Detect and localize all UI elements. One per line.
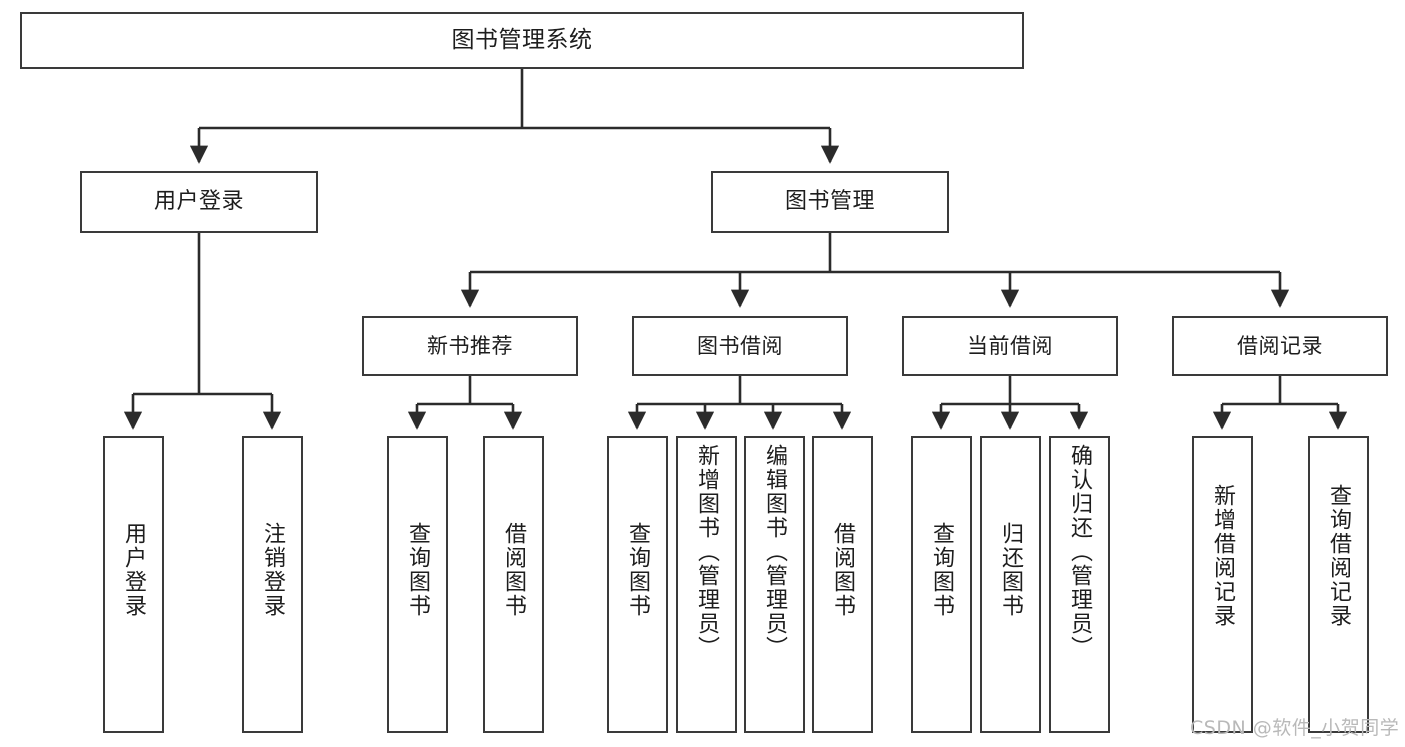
leaf-borrow-book[interactable]: 借阅图书 [812,436,873,733]
node-label: 图书借阅 [697,333,783,358]
node-label: 借阅图书 [501,522,527,618]
node-root-book-management-system[interactable]: 图书管理系统 [20,12,1024,69]
node-user-login[interactable]: 用户登录 [80,171,318,233]
node-new-book-recommend[interactable]: 新书推荐 [362,316,578,376]
csdn-watermark: CSDN @软件_小贺同学 [1190,717,1400,739]
node-label: 图书管理 [784,189,875,215]
leaf-return-book[interactable]: 归还图书 [980,436,1041,733]
node-book-borrow[interactable]: 图书借阅 [632,316,848,376]
node-borrow-record[interactable]: 借阅记录 [1172,316,1388,376]
node-current-borrow[interactable]: 当前借阅 [902,316,1118,376]
leaf-add-borrow-record[interactable]: 新增借阅记录 [1192,436,1253,733]
leaf-query-book-current[interactable]: 查询图书 [911,436,972,733]
leaf-user-logout[interactable]: 注销登录 [242,436,303,733]
leaf-query-book-borrow[interactable]: 查询图书 [607,436,668,733]
node-label: 用户登录 [153,189,244,215]
node-label: 确认归还（管理员） [1067,444,1093,660]
node-label: 查询图书 [929,522,955,618]
node-label: 借阅记录 [1237,333,1323,358]
node-label: 当前借阅 [967,333,1053,358]
node-label: 新书推荐 [427,333,513,358]
leaf-edit-book-admin[interactable]: 编辑图书（管理员） [744,436,805,733]
node-book-management[interactable]: 图书管理 [711,171,949,233]
node-label: 编辑图书（管理员） [762,444,788,660]
node-label: 新增图书（管理员） [694,444,720,660]
node-label: 新增借阅记录 [1210,484,1236,628]
leaf-query-borrow-record[interactable]: 查询借阅记录 [1308,436,1369,733]
leaf-borrow-book-recommend[interactable]: 借阅图书 [483,436,544,733]
leaf-confirm-return-admin[interactable]: 确认归还（管理员） [1049,436,1110,733]
node-label: 图书管理系统 [451,27,593,54]
leaf-user-login[interactable]: 用户登录 [103,436,164,733]
node-label: 查询图书 [625,522,651,618]
node-label: 归还图书 [998,522,1024,618]
leaf-query-book-recommend[interactable]: 查询图书 [387,436,448,733]
node-label: 借阅图书 [830,522,856,618]
node-label: 用户登录 [121,522,147,618]
node-label: 查询借阅记录 [1326,484,1352,628]
node-label: 注销登录 [260,522,286,618]
leaf-add-book-admin[interactable]: 新增图书（管理员） [676,436,737,733]
node-label: 查询图书 [405,522,431,618]
